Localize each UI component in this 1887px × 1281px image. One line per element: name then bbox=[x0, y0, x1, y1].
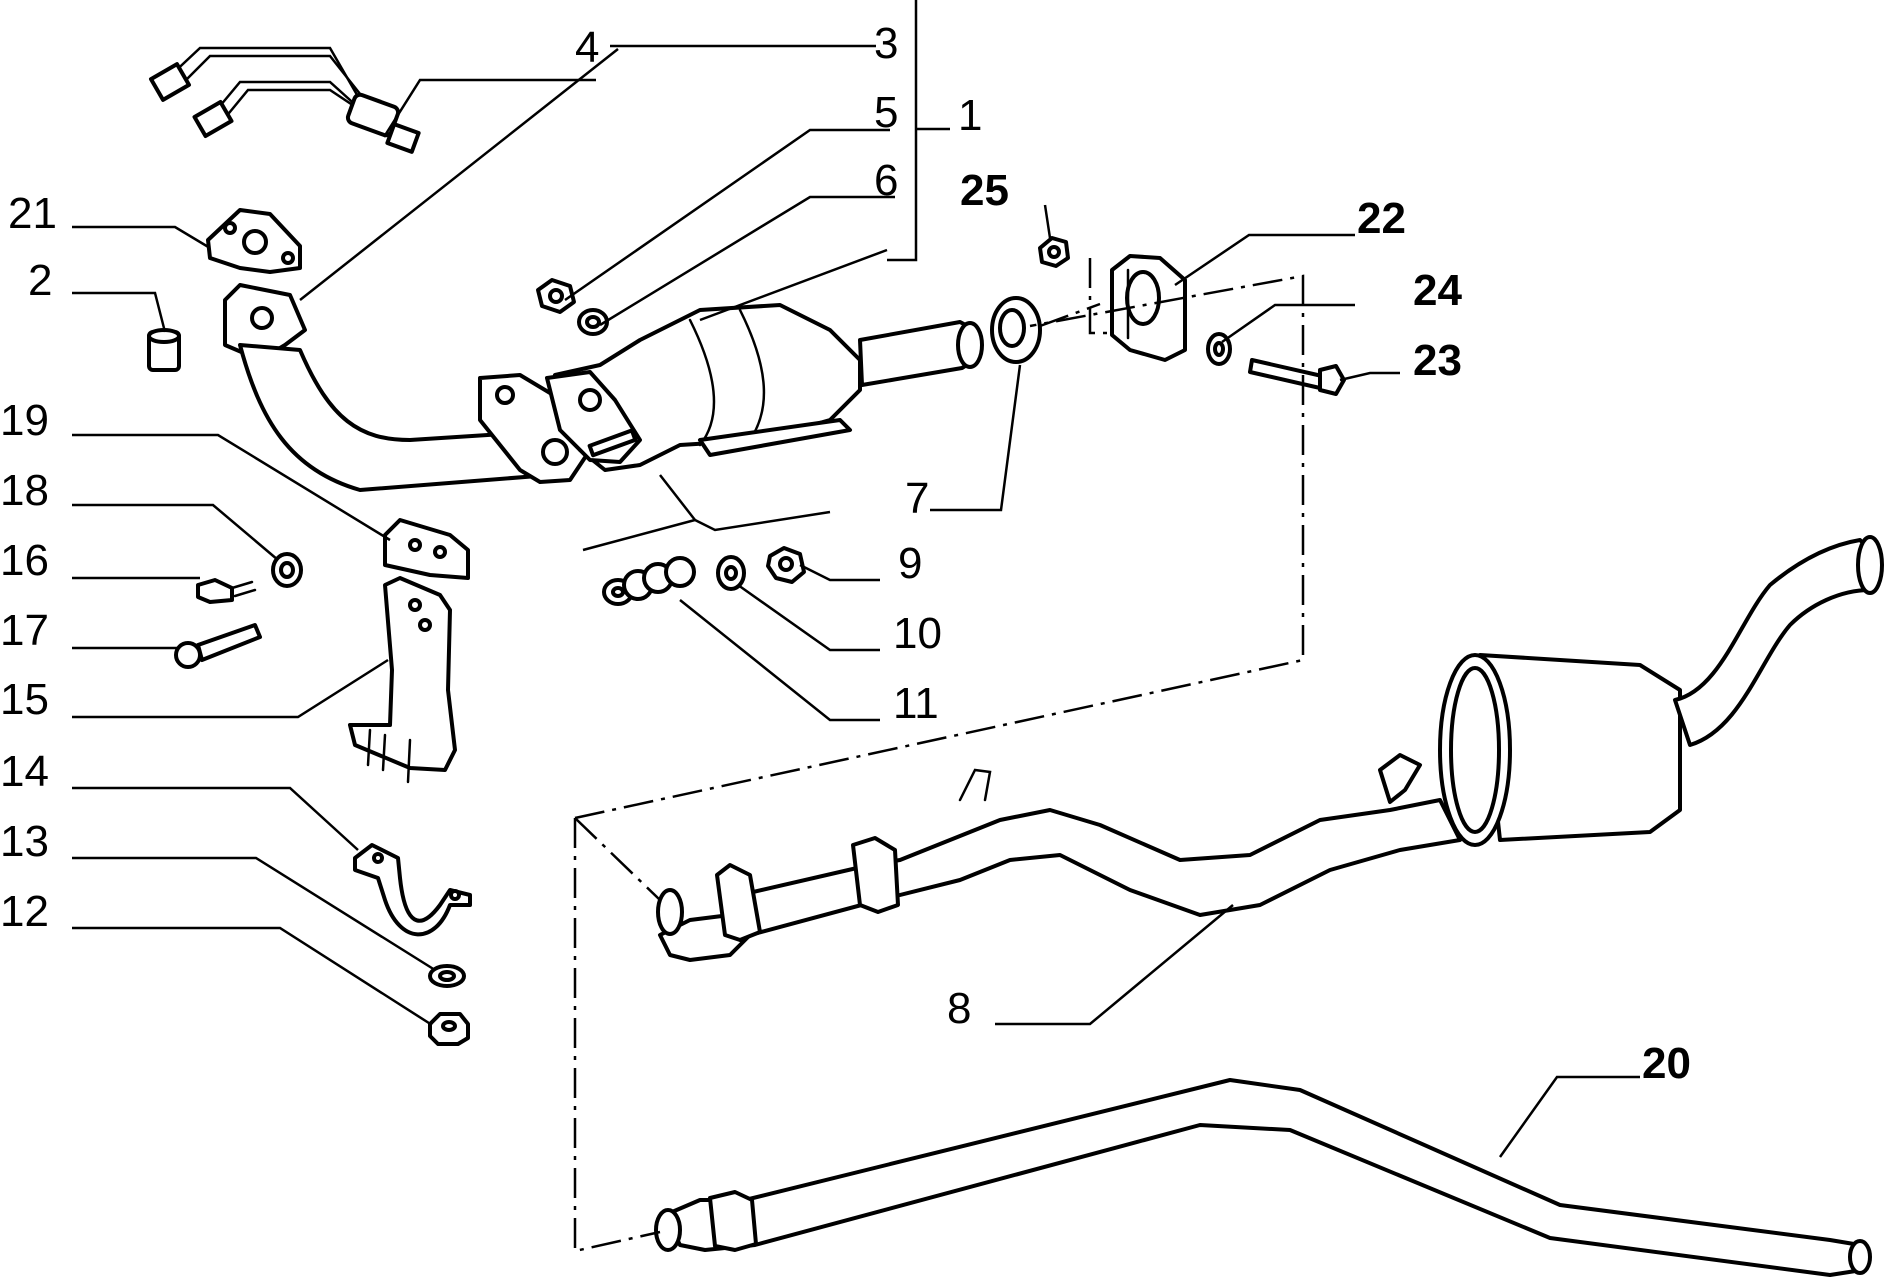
leader-9 bbox=[799, 563, 880, 582]
leader-11 bbox=[679, 599, 880, 722]
leader-7 bbox=[930, 364, 1022, 512]
part-mounting-rubber bbox=[1110, 254, 1187, 362]
part-washer-10 bbox=[716, 555, 746, 591]
leader-6 bbox=[599, 195, 895, 327]
part-nut-12 bbox=[428, 1012, 470, 1046]
leader-8 bbox=[995, 904, 1234, 1026]
part-bracket-19 bbox=[383, 518, 470, 580]
part-catalytic-converter bbox=[545, 303, 984, 472]
callout-8: 8 bbox=[947, 984, 971, 1033]
callout-1: 1 bbox=[958, 91, 982, 140]
part-clamp-14 bbox=[353, 843, 472, 937]
callout-6: 6 bbox=[874, 156, 898, 205]
callout-2: 2 bbox=[28, 256, 52, 305]
callout-20: 20 bbox=[1642, 1039, 1691, 1088]
part-washer-6 bbox=[577, 308, 609, 336]
leader-20 bbox=[1498, 1075, 1640, 1158]
part-ring-gasket bbox=[990, 296, 1042, 364]
leader-3 bbox=[299, 48, 619, 301]
leader-25 bbox=[1043, 204, 1052, 239]
callout-5: 5 bbox=[874, 88, 898, 137]
part-nut-2 bbox=[147, 328, 181, 372]
callout-16: 16 bbox=[0, 536, 49, 585]
callout-7: 7 bbox=[905, 474, 929, 523]
part-nut-5 bbox=[536, 278, 576, 314]
callout-21: 21 bbox=[8, 189, 57, 238]
part-washer-24 bbox=[1206, 332, 1232, 366]
leader-4 bbox=[382, 78, 596, 138]
callout-4: 4 bbox=[575, 23, 599, 72]
callout-19: 19 bbox=[0, 396, 49, 445]
part-bolt-23 bbox=[1248, 358, 1346, 396]
leader-21 bbox=[72, 225, 211, 250]
callout-labels: 1 2 3 4 5 6 7 8 9 10 11 12 13 14 15 16 1… bbox=[0, 19, 1691, 1088]
leader-5 bbox=[564, 128, 890, 302]
leader-19 bbox=[72, 433, 391, 542]
leader-cat-brace bbox=[582, 474, 698, 552]
leader-18 bbox=[72, 503, 279, 561]
leader-23 bbox=[1339, 371, 1400, 382]
leader-22 bbox=[1174, 233, 1355, 287]
leader-14 bbox=[72, 786, 359, 851]
leader-24 bbox=[1221, 303, 1355, 344]
callout-12: 12 bbox=[0, 887, 49, 936]
part-washer-13 bbox=[428, 964, 466, 988]
part-lambda-sensor bbox=[149, 46, 421, 154]
callout-23: 23 bbox=[1413, 336, 1462, 385]
callout-13: 13 bbox=[0, 817, 49, 866]
part-gasket bbox=[206, 208, 302, 274]
callout-18: 18 bbox=[0, 466, 49, 515]
leader-2 bbox=[72, 291, 167, 333]
part-front-pipe bbox=[223, 283, 592, 492]
leader-10 bbox=[737, 583, 880, 652]
assembly-lines bbox=[573, 258, 1305, 1253]
part-nut-25 bbox=[1038, 236, 1070, 268]
leader-1-cat bbox=[699, 248, 888, 322]
callout-3: 3 bbox=[874, 19, 898, 68]
part-bolt-16 bbox=[196, 578, 257, 604]
leader-15 bbox=[72, 658, 389, 719]
callout-9: 9 bbox=[898, 539, 922, 588]
leader-lines bbox=[72, 0, 1640, 1158]
callout-15: 15 bbox=[0, 675, 49, 724]
callout-10: 10 bbox=[893, 609, 942, 658]
callout-25: 25 bbox=[960, 166, 1009, 215]
part-tail-pipe bbox=[654, 1078, 1872, 1277]
part-bracket-15 bbox=[348, 576, 457, 784]
callout-14: 14 bbox=[0, 747, 49, 796]
part-bolt-17 bbox=[174, 623, 262, 669]
leader-12 bbox=[72, 926, 433, 1027]
part-spring-washers bbox=[602, 556, 696, 606]
callout-24: 24 bbox=[1413, 266, 1462, 315]
part-nut-9 bbox=[766, 546, 806, 584]
callout-17: 17 bbox=[0, 606, 49, 655]
part-washer-18 bbox=[271, 552, 303, 588]
leader-13 bbox=[72, 856, 436, 972]
callout-22: 22 bbox=[1357, 194, 1406, 243]
callout-11: 11 bbox=[893, 679, 939, 728]
part-rear-pipe-muffler bbox=[656, 535, 1884, 962]
